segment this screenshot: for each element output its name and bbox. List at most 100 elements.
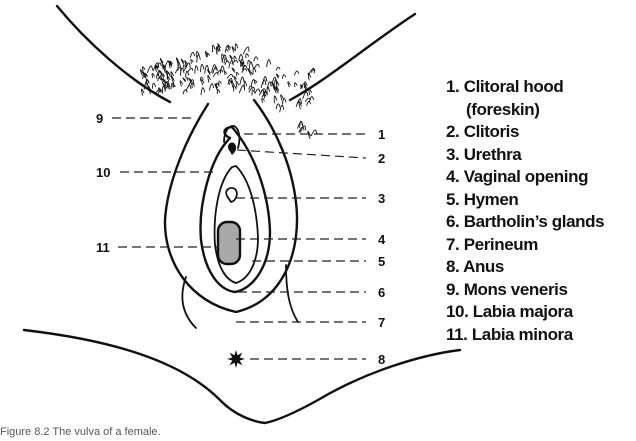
hair-stroke: [208, 76, 211, 83]
hair-stroke: [212, 45, 215, 52]
hair-stroke: [186, 85, 191, 91]
hair-stroke: [234, 76, 237, 81]
hair-stroke: [205, 65, 209, 73]
hair-stroke: [295, 83, 298, 87]
hair-stroke: [165, 61, 170, 69]
callout-8: 8: [378, 352, 385, 367]
hair-stroke: [307, 101, 311, 105]
callout-1: 1: [378, 127, 385, 142]
legend-item-1: 1. Clitoral hood: [446, 76, 604, 99]
legend-item-5: 5. Hymen: [446, 189, 604, 212]
hair-stroke: [186, 71, 189, 77]
hair-stroke: [249, 71, 252, 75]
legend-item-10: 10. Labia majora: [446, 301, 604, 324]
hair-stroke: [254, 64, 259, 69]
hair-stroke: [219, 81, 222, 85]
lower-body-outline: [24, 330, 460, 423]
hair-stroke: [252, 90, 255, 96]
legend-item-9: 9. Mons veneris: [446, 279, 604, 302]
hair-stroke: [288, 82, 291, 87]
hair-stroke: [183, 78, 186, 82]
hair-stroke: [280, 105, 284, 112]
right-inner-thigh-line: [286, 265, 298, 322]
hair-stroke: [311, 130, 317, 136]
callout-10: 10: [96, 165, 110, 180]
clitoris: [228, 143, 236, 155]
hair-stroke: [228, 45, 231, 50]
hair-stroke: [308, 131, 311, 139]
legend-item-3: 3. Urethra: [446, 144, 604, 167]
hair-stroke: [232, 68, 235, 73]
legend-item-2: 2. Clitoris: [446, 121, 604, 144]
hair-stroke: [225, 49, 228, 52]
callout-9: 9: [96, 111, 103, 126]
legend-item-7: 7. Perineum: [446, 234, 604, 257]
hair-stroke: [276, 104, 280, 109]
hair-stroke: [262, 98, 265, 103]
hair-stroke: [152, 83, 155, 89]
legend-item-8: 8. Anus: [446, 256, 604, 279]
left-thigh-outline: [57, 6, 170, 102]
legend: 1. Clitoral hood (foreskin) 2. Clitoris …: [446, 76, 604, 346]
callout-3: 3: [378, 191, 385, 206]
hair-stroke: [276, 74, 279, 78]
hair-stroke: [201, 64, 204, 72]
hair-stroke: [294, 71, 298, 75]
hair-stroke: [274, 96, 277, 103]
vaginal-opening: [218, 222, 240, 264]
hair-stroke: [239, 86, 244, 94]
hair-stroke: [188, 68, 193, 72]
hair-stroke: [225, 61, 229, 65]
hair-stroke: [207, 70, 210, 75]
hair-stroke: [249, 62, 253, 70]
hair-stroke: [165, 86, 170, 92]
urethra: [226, 188, 237, 202]
hair-stroke: [191, 60, 194, 64]
hair-stroke: [190, 52, 194, 58]
legend-item-6: 6. Bartholin’s glands: [446, 211, 604, 234]
hair-stroke: [235, 44, 238, 51]
hair-stroke: [240, 77, 244, 85]
hair-stroke: [201, 88, 205, 95]
callout-7: 7: [378, 315, 385, 330]
hair-stroke: [152, 74, 155, 78]
hair-stroke: [224, 71, 227, 75]
hair-stroke: [187, 77, 190, 80]
hair-stroke: [309, 97, 313, 102]
hair-stroke: [180, 68, 184, 76]
hair-stroke: [251, 80, 255, 87]
hair-stroke: [255, 89, 260, 93]
hair-stroke: [236, 81, 239, 87]
hair-stroke: [142, 67, 145, 71]
hair-stroke: [234, 86, 237, 92]
hair-stroke: [229, 61, 234, 68]
hair-stroke: [309, 89, 312, 95]
callout-5: 5: [378, 254, 385, 269]
pubic-hair: [140, 44, 316, 139]
hair-stroke: [209, 84, 213, 91]
hair-stroke: [276, 81, 279, 88]
hair-stroke: [212, 65, 216, 73]
hair-stroke: [267, 60, 271, 67]
hair-stroke: [227, 74, 233, 78]
hair-stroke: [181, 59, 184, 64]
callout-2: 2: [378, 151, 385, 166]
hair-stroke: [308, 73, 311, 80]
hair-stroke: [232, 47, 235, 53]
hair-stroke: [141, 89, 144, 95]
hair-stroke: [195, 66, 198, 74]
hair-stroke: [213, 73, 218, 77]
hair-stroke: [282, 75, 286, 79]
hair-stroke: [230, 55, 233, 61]
right-thigh-outline: [290, 14, 415, 100]
hair-stroke: [276, 67, 280, 70]
hair-stroke: [180, 81, 183, 87]
hair-stroke: [220, 66, 224, 74]
cut-off-caption: Figure 8.2 The vulva of a female.: [0, 426, 161, 438]
leader-2: [237, 150, 366, 158]
hair-stroke: [197, 55, 201, 63]
hair-stroke: [246, 54, 249, 59]
callout-11: 11: [96, 240, 110, 255]
callout-6: 6: [378, 285, 385, 300]
hair-stroke: [254, 57, 258, 61]
